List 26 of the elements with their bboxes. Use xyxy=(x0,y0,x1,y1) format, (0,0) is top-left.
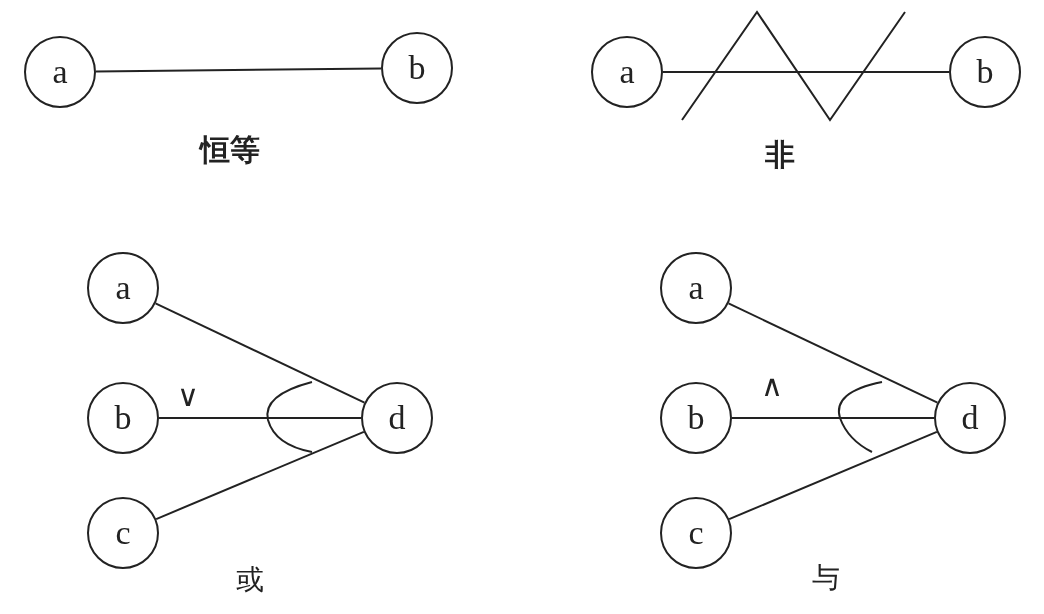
connector-line xyxy=(154,302,366,404)
caption: 或 xyxy=(236,563,264,597)
circle-node: a xyxy=(660,252,732,324)
circle-node: a xyxy=(24,36,96,108)
connector-line xyxy=(95,67,382,73)
circle-node: a xyxy=(591,36,663,108)
connector-line xyxy=(727,302,939,404)
circle-node: c xyxy=(87,497,159,569)
logic-symbol: ∨ xyxy=(177,377,199,413)
circle-node: d xyxy=(361,382,433,454)
connector-line xyxy=(158,417,362,419)
connector-line xyxy=(731,417,935,419)
connector-line xyxy=(728,430,938,521)
circle-node: b xyxy=(660,382,732,454)
caption: 与 xyxy=(812,561,840,595)
circle-node: b xyxy=(949,36,1021,108)
circle-node: a xyxy=(87,252,159,324)
caption: 恒等 xyxy=(200,130,260,169)
circle-node: b xyxy=(381,32,453,104)
circle-node: b xyxy=(87,382,159,454)
connector-line xyxy=(662,71,950,73)
caption: 非 xyxy=(765,135,795,174)
circle-node: c xyxy=(660,497,732,569)
connector-line xyxy=(155,430,365,521)
logic-symbol: ∧ xyxy=(761,367,783,403)
circle-node: d xyxy=(934,382,1006,454)
